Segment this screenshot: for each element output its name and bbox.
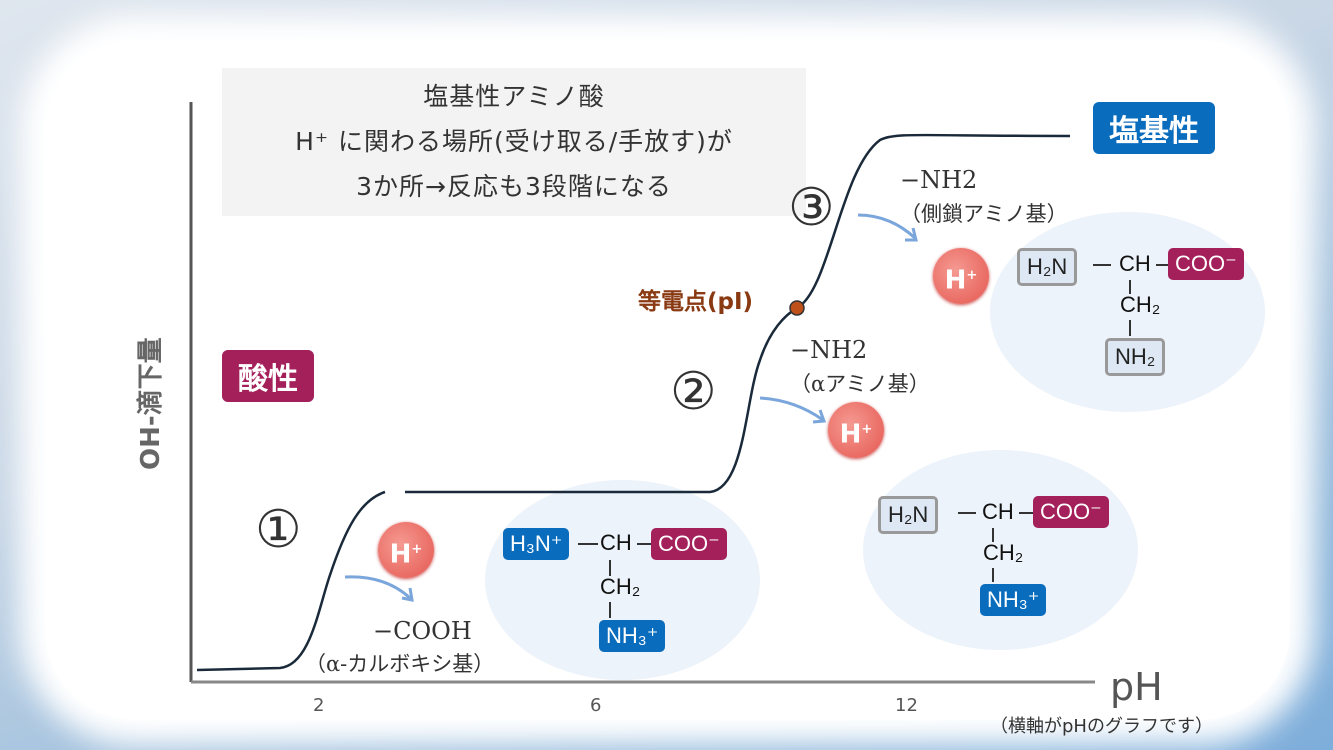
x-tick: 6 (590, 695, 602, 716)
side-chain-amino: NH₂ (1105, 338, 1166, 376)
step-group: −NH2 (900, 166, 978, 194)
step-desc: （側鎖アミノ基） (900, 202, 1068, 226)
proton-icon: H+ (378, 522, 434, 578)
x-axis-label: pH (1110, 665, 1163, 709)
isoelectric-label: 等電点(pI) (638, 289, 754, 315)
summary-note: 塩基性アミノ酸 H⁺ に関わる場所(受け取る/手放す)が 3か所→反応も3段階に… (222, 68, 806, 216)
carboxyl-group: COO⁻ (1033, 496, 1109, 528)
molecule-bg (990, 212, 1265, 412)
molecule-bg (863, 450, 1138, 650)
step-number: ② (670, 362, 717, 422)
arrow-1 (344, 575, 412, 600)
amino-group: H₂N (1017, 248, 1078, 286)
step-desc: （α-カルボキシ基） (305, 652, 495, 676)
arrow-2 (759, 396, 824, 422)
ch2: CH₂ (983, 540, 1024, 565)
step-group: −COOH (373, 617, 472, 645)
y-axis-label: OH-滴下量 (136, 337, 166, 470)
ch2: CH₂ (1120, 292, 1161, 317)
note-line: H⁺ に関わる場所(受け取る/手放す)が (295, 127, 733, 156)
base-tag: 塩基性 (1093, 102, 1215, 154)
arrow-3 (857, 213, 917, 240)
x-tick: 2 (313, 695, 325, 716)
amino-group: H₃N⁺ (503, 528, 570, 560)
alpha-carbon: CH (1119, 251, 1151, 276)
alpha-carbon: CH (982, 499, 1014, 524)
acid-tag: 酸性 (222, 350, 314, 402)
amino-group: H₂N (878, 496, 939, 534)
proton-icon: H+ (828, 402, 884, 458)
x-tick: 12 (895, 695, 918, 716)
titration-curve (196, 133, 1071, 672)
step-desc: （αアミノ基） (790, 372, 930, 396)
carboxyl-group: COO⁻ (651, 528, 727, 560)
note-line: 3か所→反応も3段階になる (356, 172, 672, 201)
side-chain-amino: NH₃⁺ (599, 620, 666, 652)
ch2: CH₂ (600, 574, 641, 599)
note-title: 塩基性アミノ酸 (423, 82, 605, 111)
alpha-carbon: CH (600, 530, 632, 555)
step-group: −NH2 (790, 336, 868, 364)
proton-icon: H+ (933, 248, 989, 304)
carboxyl-group: COO⁻ (1168, 248, 1244, 280)
side-chain-amino: NH₃⁺ (980, 584, 1047, 616)
isoelectric-point-marker (789, 300, 805, 316)
caption: （横軸がpHのグラフです） (990, 716, 1213, 737)
step-number: ③ (788, 178, 835, 238)
step-number: ① (255, 500, 302, 560)
